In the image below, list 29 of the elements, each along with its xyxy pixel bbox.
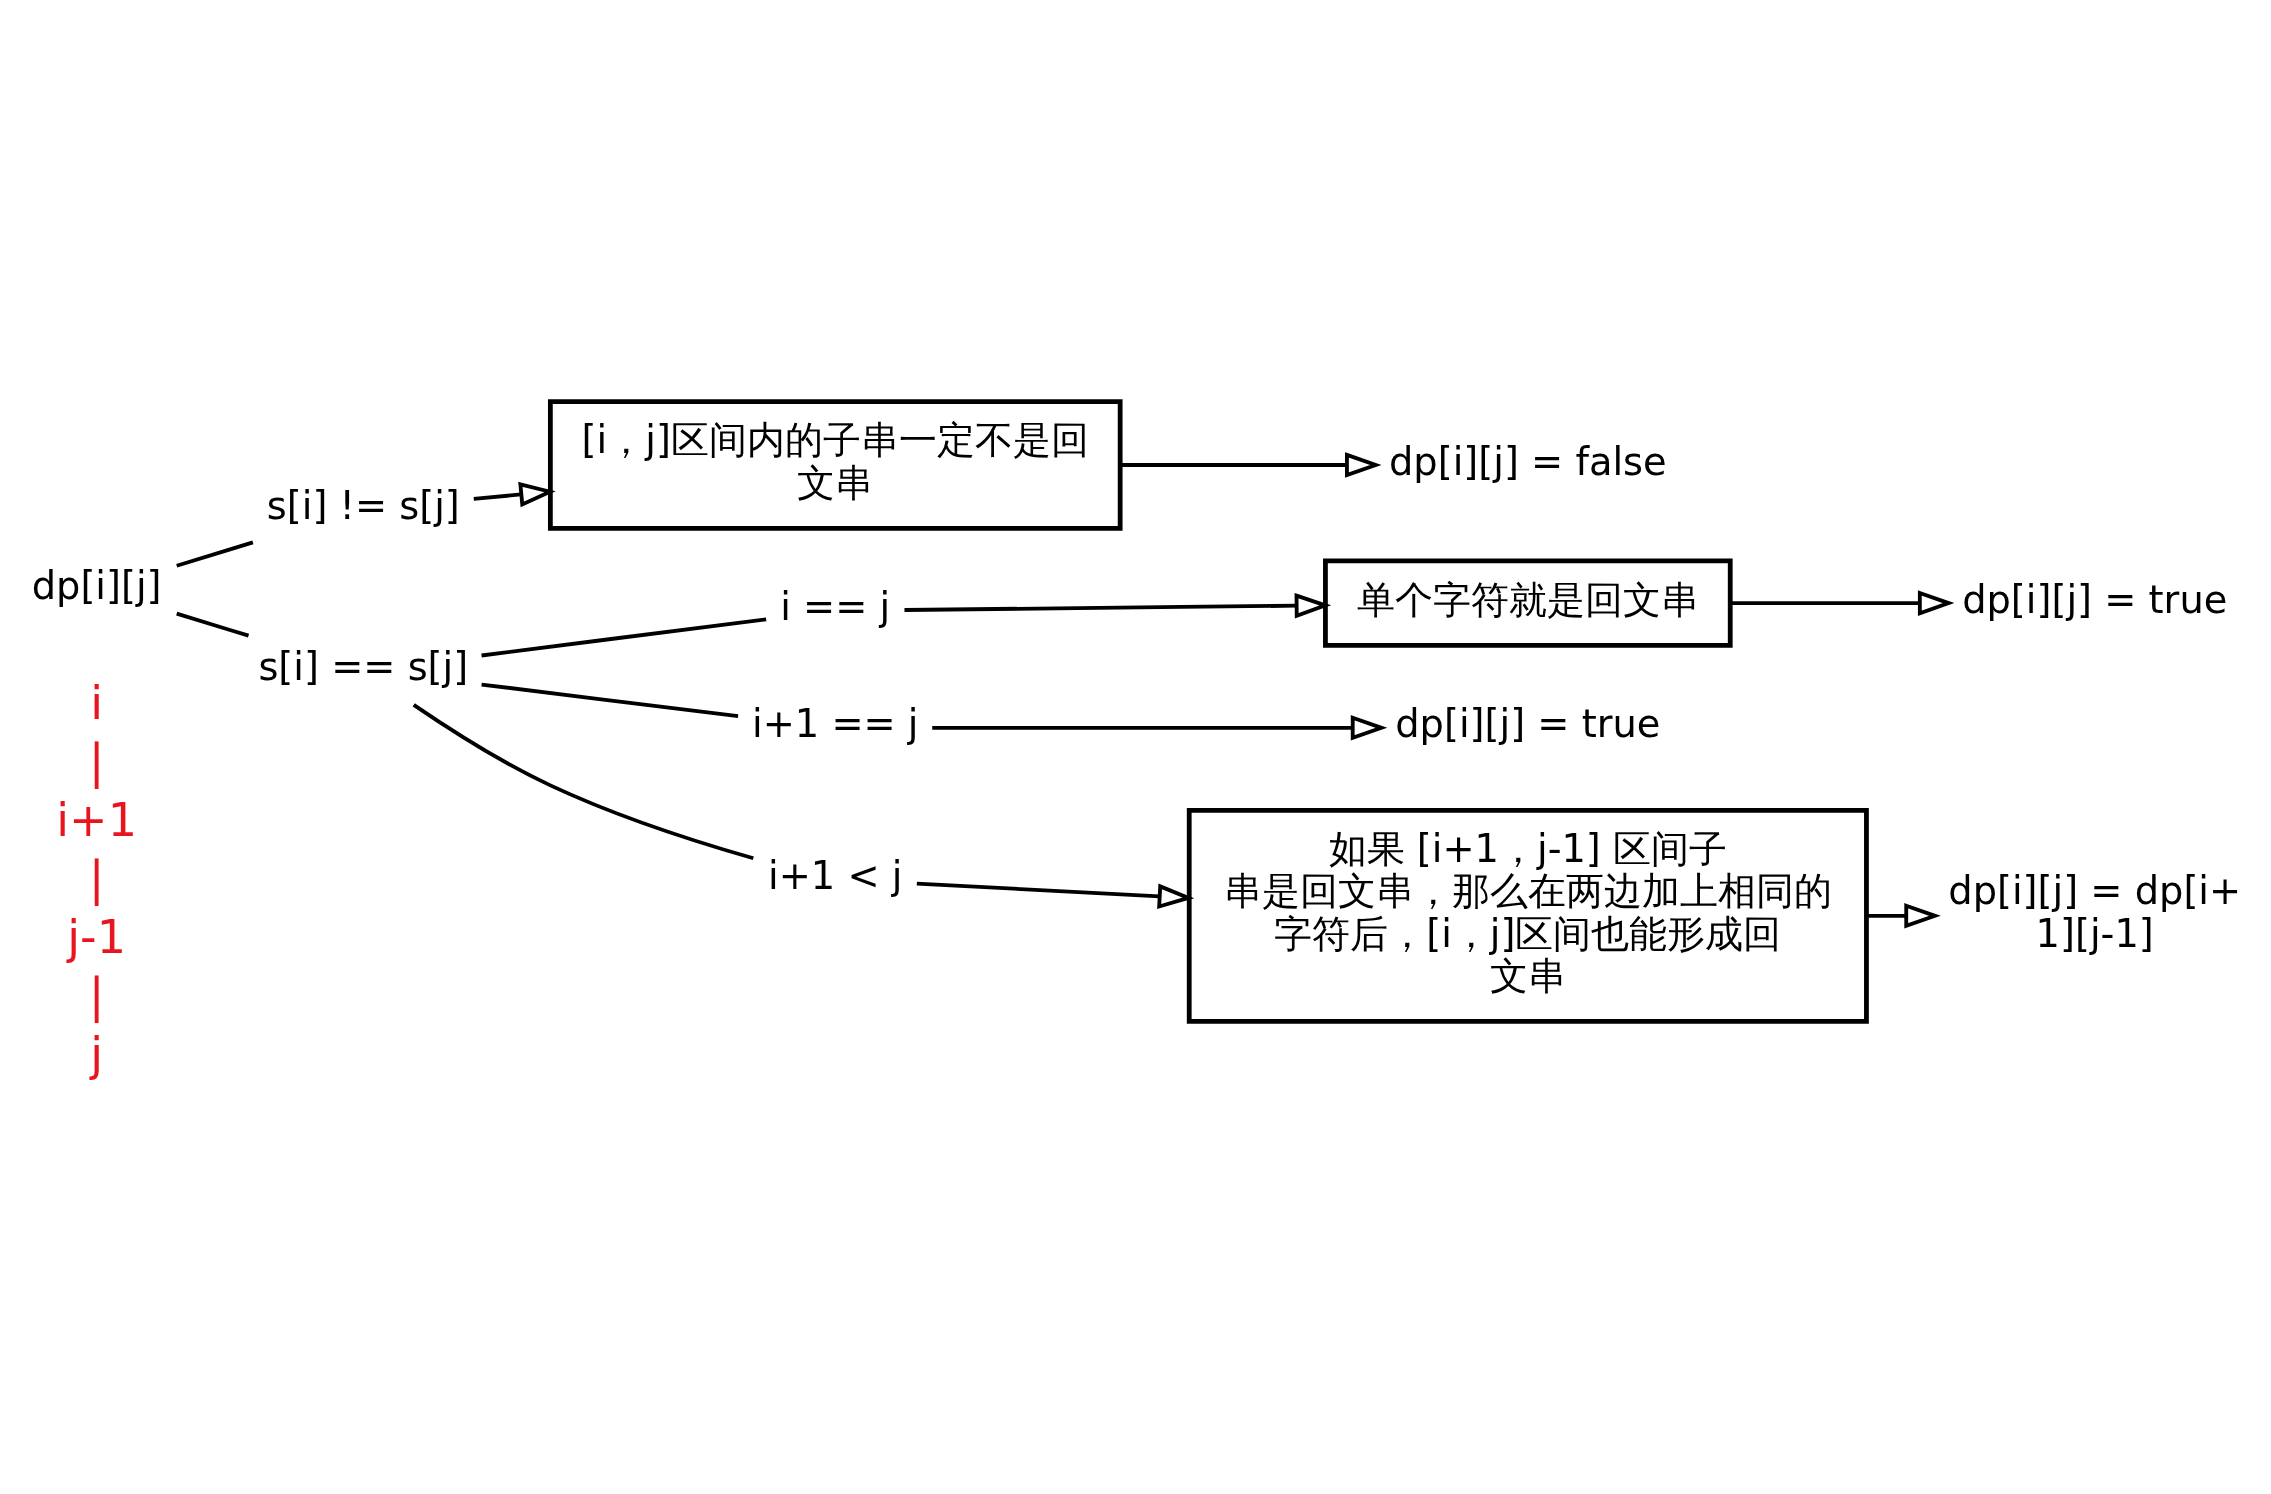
- arrow: [932, 715, 1388, 741]
- node-text: i+1 == j: [751, 701, 919, 747]
- node-text: dp[i][j] = dp[i+1][j-1]: [1948, 868, 2242, 956]
- node-text: s[i] == s[j]: [258, 643, 469, 689]
- node-text: i+1 < j: [768, 852, 903, 898]
- label: j-1: [67, 909, 126, 964]
- arrow: [904, 592, 1332, 619]
- node-text: dp[i][j] = false: [1389, 438, 1667, 484]
- arrow: [473, 481, 556, 508]
- label: i: [90, 675, 104, 730]
- connector: [176, 540, 254, 568]
- node-text: dp[i][j]: [31, 563, 162, 609]
- node-box: 如果 [i+1，j-1] 区间子串是回文串，那么在两边加上相同的字符后，[i，j]区间也能形成回文串: [1186, 807, 1869, 1024]
- node-box: 单个字符就是回文串: [1323, 558, 1733, 648]
- arrow: [1730, 590, 1955, 616]
- label: i+1: [56, 792, 137, 847]
- arrow: [1867, 903, 1941, 929]
- node-box: [i，j]区间内的子串一定不是回文串: [547, 399, 1123, 531]
- node-text: dp[i][j] = true: [1395, 701, 1661, 747]
- node-text: i == j: [780, 584, 891, 630]
- connector: [481, 617, 767, 658]
- connector: [412, 703, 754, 861]
- node-text: s[i] != s[j]: [266, 482, 460, 528]
- arrow: [916, 881, 1195, 910]
- connector: [481, 682, 739, 718]
- label: j: [90, 1026, 104, 1081]
- arrow: [1120, 452, 1382, 478]
- connector: [176, 611, 250, 638]
- node-text: dp[i][j] = true: [1962, 576, 2228, 622]
